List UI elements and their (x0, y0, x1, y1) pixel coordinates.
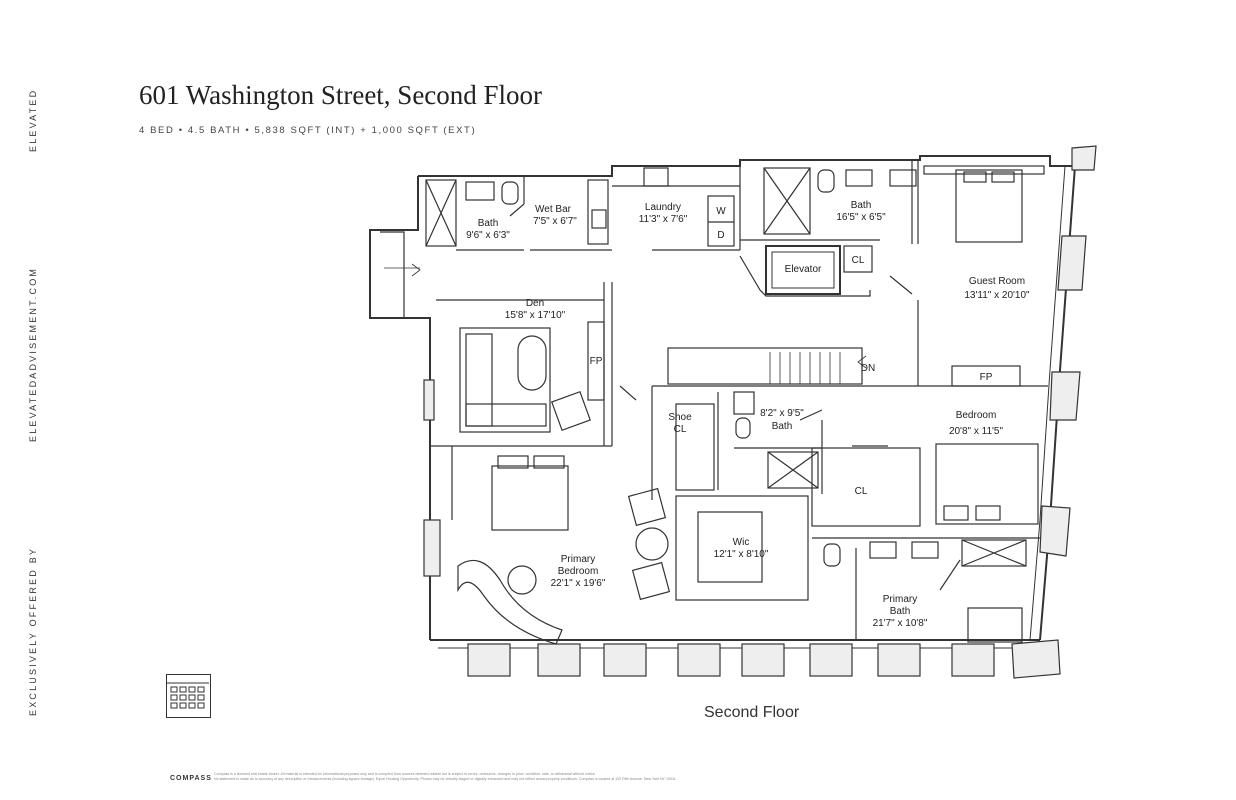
guest-fireplace-label: FP (980, 372, 993, 383)
property-summary: 4 BED • 4.5 BATH • 5,838 SQFT (INT) + 1,… (139, 125, 477, 136)
washer-label: W (716, 206, 726, 217)
disclaimer-line-1: Compass is a licensed real estate broker… (214, 772, 596, 776)
wic-name: Wic (733, 537, 750, 548)
bedroom-dims: 20'8" x 11'5" (949, 426, 1004, 437)
closet-mid-label: CL (855, 486, 868, 497)
primary-bath-line1: Primary (883, 594, 917, 605)
bath-mid-dims: 8'2" x 9'5" (760, 408, 804, 419)
den-name: Den (526, 298, 544, 309)
primary-bath-dims: 21'7" x 10'8" (873, 618, 928, 629)
laundry-name: Laundry (645, 202, 681, 213)
bath-left-name: Bath (478, 218, 499, 229)
disclaimer: Compass is a licensed real estate broker… (214, 772, 814, 782)
bedroom-name: Bedroom (956, 410, 997, 421)
shoe-closet-line2: CL (674, 424, 687, 435)
primary-bedroom-dims: 22'1" x 19'6" (551, 578, 606, 589)
disclaimer-line-2: No statement is made as to accuracy of a… (214, 777, 676, 781)
guest-room-name: Guest Room (969, 276, 1025, 287)
brokerage-logo-icon (166, 674, 211, 718)
floor-label: Second Floor (704, 704, 800, 721)
bath-mid-name: Bath (772, 421, 793, 432)
laundry-dims: 11'3" x 7'6" (639, 214, 688, 225)
guest-room-dims: 13'11" x 20'10" (964, 290, 1030, 301)
shoe-closet-line1: Shoe (668, 412, 692, 423)
stairs-down-label: DN (861, 363, 875, 374)
closet-top-label: CL (852, 255, 865, 266)
wic-dims: 12'1" x 8'10" (714, 549, 769, 560)
den-fireplace-label: FP (590, 356, 603, 367)
bath-right-name: Bath (851, 200, 872, 211)
bath-right-dims: 16'5" x 6'5" (836, 212, 886, 223)
dryer-label: D (717, 230, 724, 241)
primary-bedroom-line2: Bedroom (558, 566, 599, 577)
primary-bedroom-line1: Primary (561, 554, 595, 565)
primary-bath-line2: Bath (890, 606, 911, 617)
page-title: 601 Washington Street, Second Floor (139, 80, 543, 110)
broker-logo: COMPASS (170, 775, 212, 782)
wet-bar-name: Wet Bar (535, 204, 572, 215)
den-dims: 15'8" x 17'10" (505, 310, 566, 321)
elevator-label: Elevator (785, 264, 822, 275)
wet-bar-dims: 7'5" x 6'7" (533, 216, 577, 227)
bath-left-dims: 9'6" x 6'3" (466, 230, 510, 241)
